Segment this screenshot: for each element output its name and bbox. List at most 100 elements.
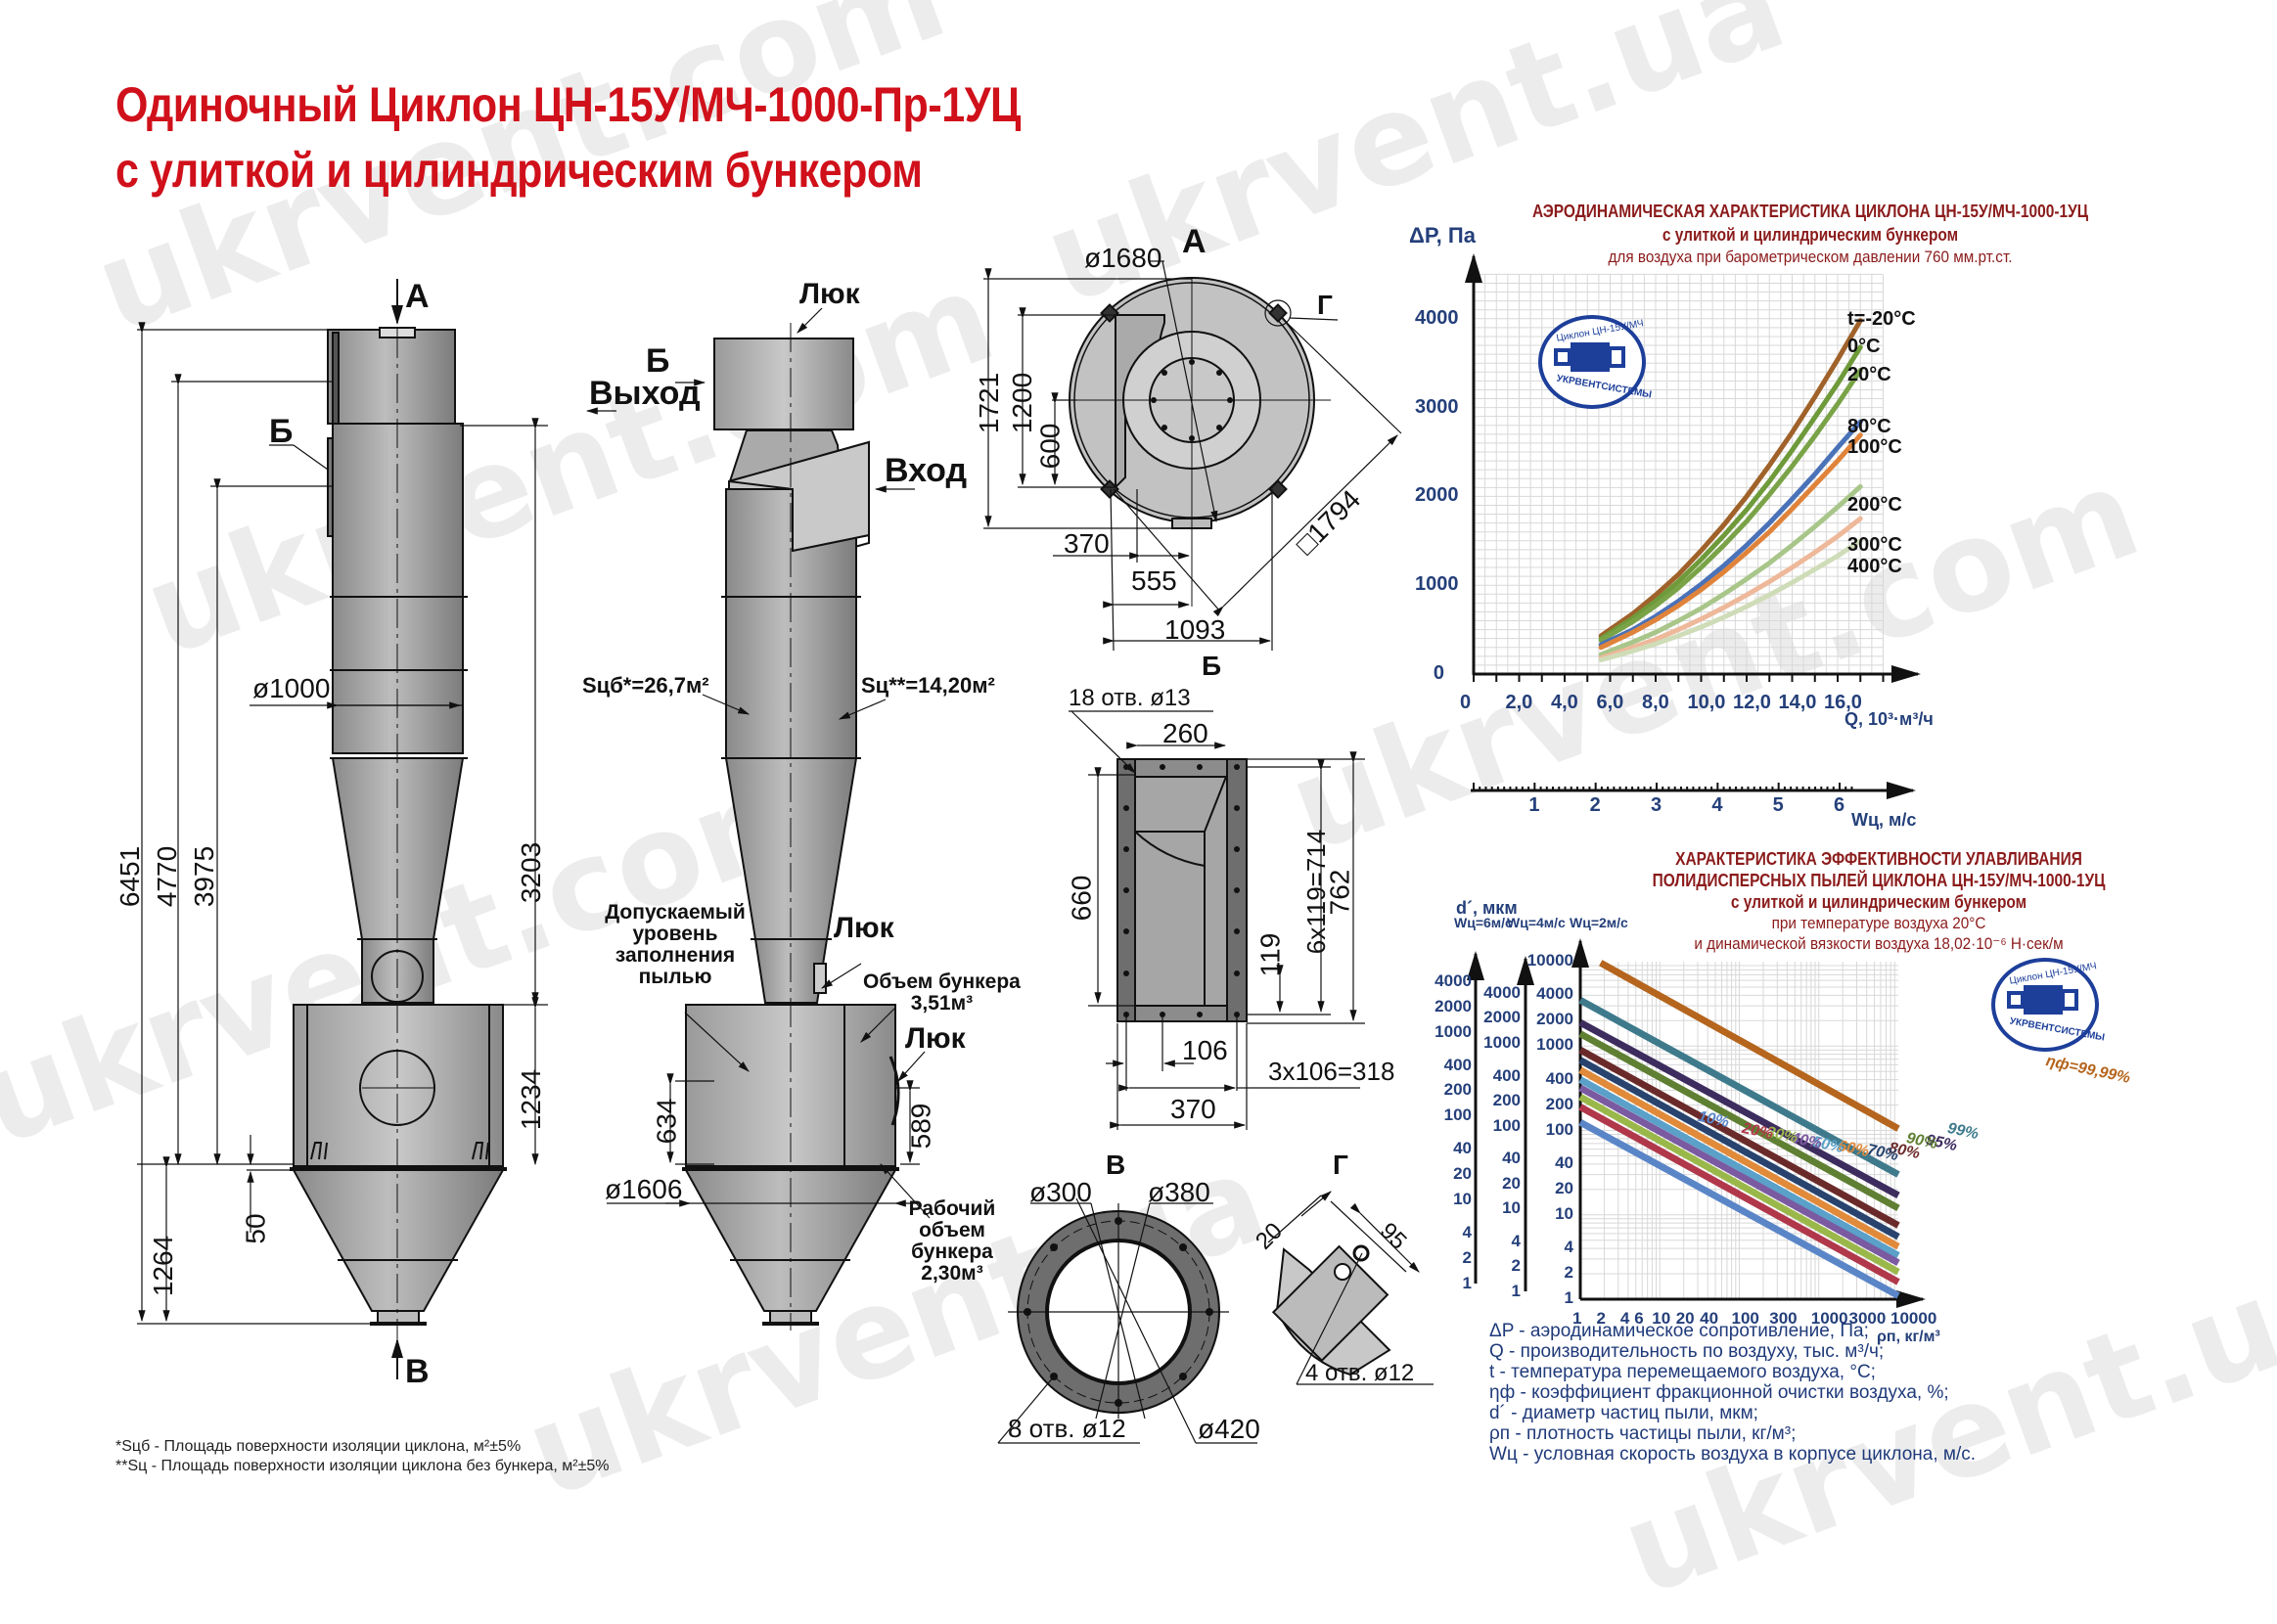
label-bunker-volume: Объем бункера 3,51м³	[863, 970, 1021, 1015]
series-line	[1598, 367, 1863, 643]
detail-g-title: Г	[1333, 1150, 1348, 1180]
series-line	[1598, 344, 1863, 642]
dim-555: 555	[1131, 565, 1177, 596]
series-line	[1578, 1094, 1900, 1276]
series-line	[1578, 1047, 1900, 1229]
legend-eta: ηф - коэффициент фракционной очистки воз…	[1489, 1382, 1949, 1403]
dim-370: 370	[1064, 528, 1110, 559]
label-hatch-bunker: Люк	[905, 1022, 966, 1055]
dim-600: 600	[1034, 423, 1066, 470]
dim-outer-diameter: ø1680	[1084, 243, 1162, 273]
dim-bunker-diameter: ø1606	[605, 1174, 683, 1204]
flange-b-holes: 18 отв. ø13	[1069, 685, 1191, 711]
bunker-volume-value: 3,51м³	[910, 992, 974, 1015]
eff-x-label: ρп, кг/м³	[1877, 1329, 1940, 1345]
series-line	[1598, 516, 1863, 661]
aero-y-label: ΔP, Па	[1409, 223, 1476, 248]
legend-d: d´ - диаметр частиц пыли, мкм;	[1489, 1403, 1758, 1423]
dim-support-offset: 50	[240, 1213, 271, 1244]
eff-chart-subtitle2: при температуре воздуха 20°С	[1771, 914, 1986, 932]
dim-260: 260	[1162, 718, 1208, 748]
dim-body-diameter: ø1000	[252, 673, 331, 703]
detail-g-view	[1267, 1191, 1434, 1385]
series-line	[1578, 1066, 1900, 1250]
eff-axis-name-1: Wц=6м/с	[1454, 915, 1513, 930]
detail-g-holes: 4 отв. ø12	[1305, 1360, 1415, 1386]
legend-dp: ΔP - аэродинамическое сопротивление, Па;	[1489, 1321, 1869, 1341]
eff-axis-name-2: Wц=4м/с	[1507, 915, 1566, 930]
flange-v-title: В	[1106, 1150, 1126, 1180]
dim-660: 660	[1066, 875, 1097, 922]
working-volume-label: Рабочий объем бункера	[908, 1197, 996, 1264]
dim-body-height: 3203	[516, 841, 547, 904]
dim-634: 634	[651, 1098, 682, 1145]
label-hatch-top: Люк	[799, 278, 860, 310]
view-marker-v: В	[405, 1353, 430, 1390]
side-view	[585, 268, 992, 1331]
aero-chart-subtitle: с улиткой и цилиндрическим бункером	[1662, 225, 1959, 245]
series-line	[1578, 1057, 1900, 1241]
page-title: Одиночный Циклон ЦН-15У/МЧ-1000-Пр-1УЦ	[115, 77, 1022, 132]
aero-x2-label: Wц, м/с	[1851, 810, 1917, 830]
eff-chart-subtitle: с улиткой и цилиндрическим бункером	[1730, 892, 2027, 912]
eff-axis-name-3: Wц=2м/с	[1570, 915, 1628, 930]
dim-total-height: 6451	[114, 845, 146, 908]
series-line	[1598, 483, 1863, 657]
aero-x-label: Q, 10³·м³/ч	[1844, 709, 1934, 729]
legend-rho: ρп - плотность частицы пыли, кг/м³;	[1489, 1423, 1797, 1444]
logo	[1538, 315, 2099, 1052]
dim-370-b: 370	[1170, 1094, 1216, 1124]
dim-119: 119	[1254, 932, 1286, 977]
series-line	[1598, 432, 1863, 651]
series-line	[1598, 419, 1863, 648]
label-hatch-cone: Люк	[834, 912, 894, 944]
dim-589: 589	[905, 1103, 936, 1150]
eff-chart-subtitle3: и динамической вязкости воздуха 18,02·10…	[1694, 934, 2064, 953]
label-s-total: Sцб*=26,7м²	[582, 673, 709, 698]
flange-v-holes: 8 отв. ø12	[1008, 1414, 1126, 1443]
series-line	[1598, 538, 1863, 662]
dim-outlet-height: 4770	[152, 845, 183, 908]
series-line	[1598, 318, 1863, 639]
aero-chart-title: АЭРОДИНАМИЧЕСКАЯ ХАРАКТЕРИСТИКА ЦИКЛОНА …	[1531, 202, 2089, 221]
series-line	[1578, 1076, 1900, 1259]
series-line	[1578, 1030, 1900, 1211]
dim-1200: 1200	[1007, 372, 1038, 434]
label-flange-b: Б	[646, 342, 670, 380]
efficiency-chart	[1467, 938, 1926, 1308]
aero-chart-subtitle2: для воздуха при барометрическом давлении…	[1608, 248, 2013, 266]
label-inlet: Вход	[885, 452, 968, 489]
dim-cone-height: 1264	[148, 1235, 179, 1297]
label-outlet: Выход	[589, 375, 701, 412]
label-dust-level: Допускаемый уровень заполнения пылью	[605, 901, 746, 989]
eff-chart-title2: ПОЛИДИСПЕРСНЫХ ПЫЛЕЙ ЦИКЛОНА ЦН-15У/МЧ-1…	[1652, 871, 2106, 890]
dim-1721: 1721	[974, 372, 1005, 434]
legend-w: Wц - условная скорость воздуха в корпусе…	[1489, 1444, 1977, 1465]
view-marker-a: А	[405, 278, 430, 315]
dim-bunker-height: 1234	[516, 1068, 547, 1131]
series-line	[1599, 960, 1900, 1132]
legend-t: t - температура перемещаемого воздуха, °…	[1489, 1362, 1876, 1382]
footnote-s-body: **Sц - Площадь поверхности изоляции цикл…	[115, 1458, 610, 1474]
dim-d380: ø380	[1148, 1177, 1210, 1207]
top-view-title: А	[1182, 223, 1207, 260]
dim-1093: 1093	[1164, 614, 1226, 645]
series-line	[1578, 1119, 1900, 1299]
working-volume-value: 2,30м³	[921, 1262, 983, 1286]
top-view-a	[983, 260, 1402, 652]
series-line	[1578, 1019, 1900, 1198]
dim-d300: ø300	[1029, 1177, 1092, 1207]
label-working-volume: Рабочий объем бункера 2,30м³	[888, 1197, 1016, 1286]
legend-q: Q - производительность по воздуху, тыс. …	[1489, 1341, 1885, 1362]
dim-inlet-height: 3975	[189, 845, 220, 908]
dim-762: 762	[1324, 869, 1355, 916]
footnote-s-total: *Sцб - Площадь поверхности изоляции цикл…	[115, 1438, 522, 1455]
series-line	[1578, 1104, 1900, 1286]
flange-b-title: Б	[1202, 651, 1222, 681]
eff-y-label: d´, мкм	[1456, 898, 1518, 918]
bunker-volume-label: Объем бункера	[863, 970, 1021, 993]
view-marker-b: Б	[269, 413, 294, 450]
dim-106: 106	[1182, 1035, 1228, 1065]
dim-pitch-w: 3x106=318	[1268, 1057, 1395, 1086]
